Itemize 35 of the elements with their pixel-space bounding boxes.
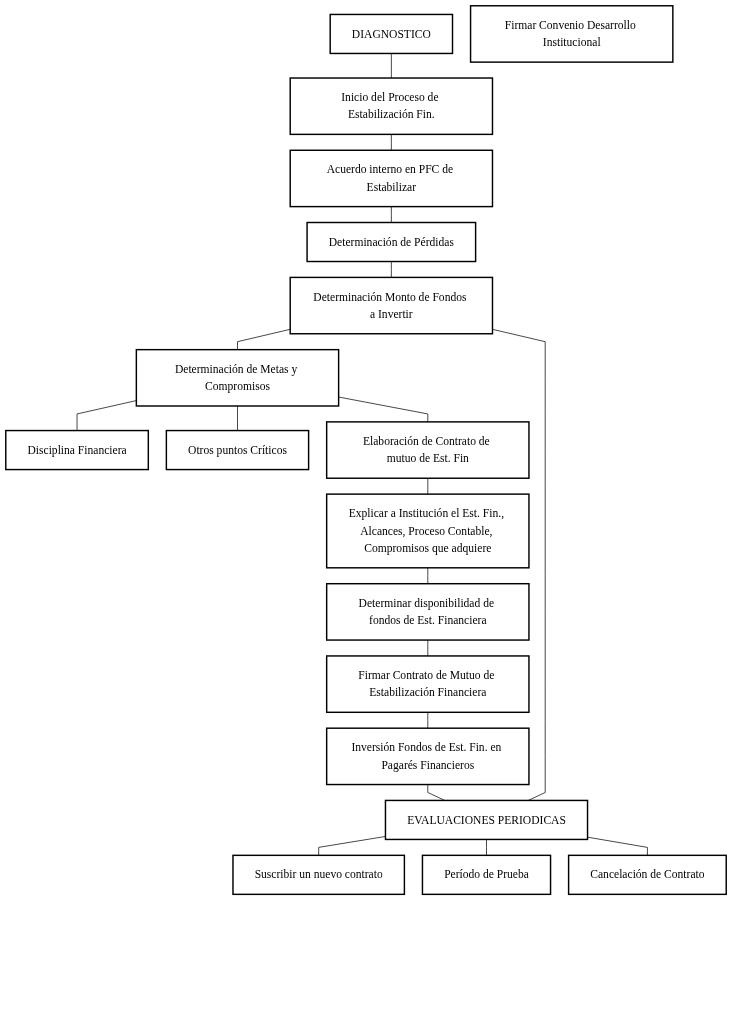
- node-box: Inicio del Proceso de Estabilización Fin.: [289, 77, 494, 136]
- connector: [237, 328, 291, 350]
- connector: [492, 328, 546, 801]
- node-box: Determinación de Pérdidas: [306, 221, 477, 263]
- node-box: Explicar a Institución el Est. Fin., Alcances, Proceso Contable, Compromisos que adquiere: [325, 493, 530, 569]
- node-box: Elaboración de Contrato de mutuo de Est. Fin: [325, 421, 530, 479]
- connector: [427, 711, 429, 729]
- connector: [587, 836, 648, 856]
- connector: [390, 261, 392, 278]
- node-box: Firmar Convenio Desarrollo Institucional: [469, 5, 674, 63]
- node-box: Cancelación de Contrato: [567, 854, 727, 896]
- node-box: Inversión Fondos de Est. Fin. en Pagarés Financieros: [325, 727, 530, 786]
- connector: [76, 400, 137, 431]
- connector: [390, 53, 392, 79]
- node-box: EVALUACIONES PERIODICAS: [384, 799, 589, 841]
- node-box: Otros puntos Críticos: [165, 429, 310, 471]
- connector: [486, 839, 487, 856]
- node-box: Disciplina Financiera: [5, 429, 150, 471]
- node-box: Determinar disponibilidad de fondos de Est. Financiera: [325, 583, 530, 641]
- connector: [237, 405, 238, 431]
- connector: [390, 134, 392, 151]
- node-box: Determinación Monto de Fondos a Invertir: [289, 276, 494, 335]
- connector: [318, 836, 386, 856]
- connector: [427, 477, 429, 495]
- node-box: Firmar Contrato de Mutuo de Estabilización Financiera: [325, 655, 530, 713]
- node-box: Determinación de Metas y Compromisos: [135, 348, 340, 407]
- connector: [427, 567, 429, 585]
- node-box: Suscribir un nuevo contrato: [232, 854, 406, 896]
- connector: [427, 784, 446, 801]
- node-box: Acuerdo interno en PFC de Estabilizar: [289, 149, 494, 208]
- connector: [427, 639, 429, 657]
- node-box: DIAGNOSTICO: [329, 13, 454, 55]
- connector: [390, 206, 392, 223]
- connector: [338, 396, 429, 423]
- node-box: Período de Prueba: [421, 854, 552, 896]
